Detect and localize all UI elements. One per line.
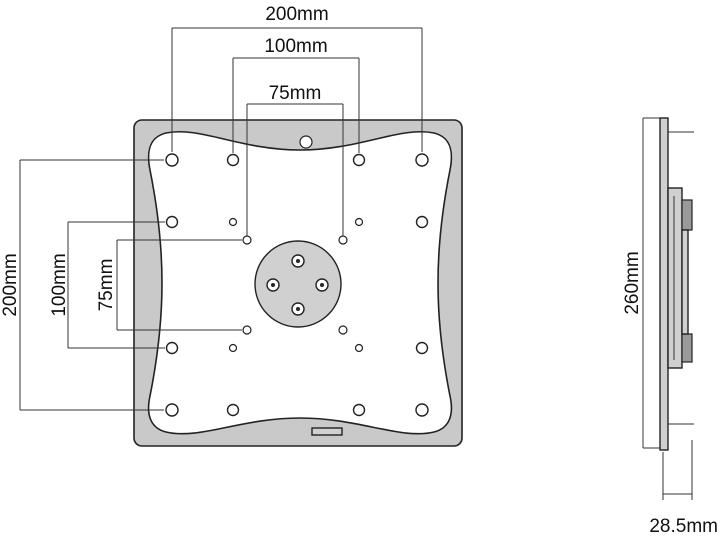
side-bracket-bottom [681,333,693,363]
vesa-75-hole [338,235,348,245]
mount-hole [165,215,179,229]
side-bracket-top [681,199,693,231]
vesa-75-hole [242,325,252,335]
dim-label-200mm-h: 200mm [265,4,328,25]
small-hole [354,217,364,227]
dim-label-100mm-h: 100mm [264,36,327,57]
hub-bolt-center [296,307,300,311]
mount-hole [415,341,429,355]
front-view: 200mm 100mm 75mm 200mm 100mm 75mm [0,4,463,447]
dim-label-28-5mm: 28.5mm [649,516,718,537]
hub-bolt-center [296,259,300,263]
bottom-tab [311,427,343,436]
side-plate [659,117,669,451]
vesa-200-hole [415,153,429,167]
mount-hole [415,215,429,229]
vesa-100-hole [226,153,240,167]
hub-bolt-center [320,283,324,287]
vesa-200-hole [165,153,179,167]
vesa-100-hole [352,153,366,167]
mount-hole [165,341,179,355]
side-bracket-mid [681,229,689,335]
central-hub [254,240,342,328]
dim-label-75mm-v: 75mm [96,259,117,312]
dim-label-75mm-h: 75mm [269,83,322,104]
small-hole [228,343,238,353]
top-center-hole [299,135,313,149]
vesa-100-hole [226,403,240,417]
hub-bolt-center [271,283,275,287]
vesa-200-hole [165,403,179,417]
dim-label-200mm-v: 200mm [0,253,21,316]
vesa-200-hole [415,403,429,417]
side-bracket [667,187,683,369]
vesa-100-hole [352,403,366,417]
dim-label-260mm: 260mm [622,251,643,314]
vesa-75-hole [242,235,252,245]
small-hole [354,343,364,353]
small-hole [228,217,238,227]
side-view: 260mm 28.5mm [622,117,718,537]
dim-label-100mm-v: 100mm [49,253,70,316]
vesa-75-hole [338,325,348,335]
